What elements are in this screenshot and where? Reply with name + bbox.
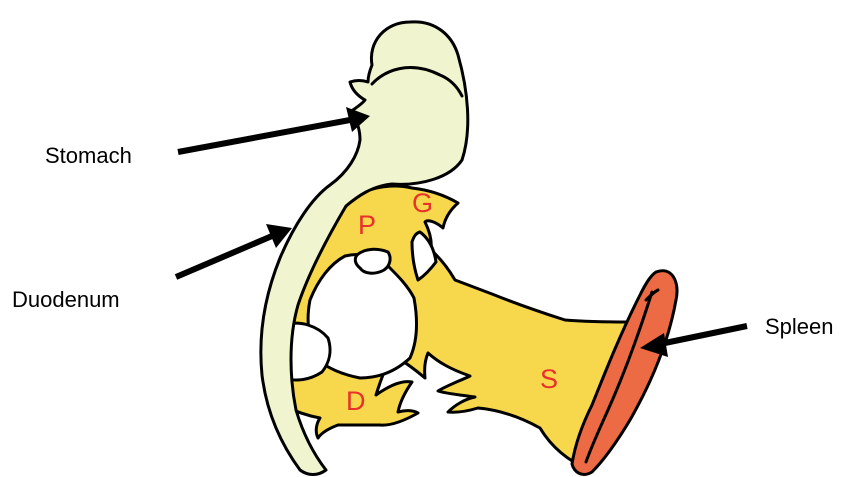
arrow-stomach [178, 107, 370, 152]
region-letter-p: P [358, 210, 376, 240]
region-letter-g: G [412, 188, 433, 218]
region-letter-s: S [540, 364, 558, 394]
label-stomach: Stomach [45, 143, 132, 168]
label-spleen: Spleen [765, 314, 834, 339]
pancreas-upper-hole [355, 249, 390, 273]
label-duodenum: Duodenum [12, 287, 120, 312]
region-letter-d: D [346, 386, 366, 416]
